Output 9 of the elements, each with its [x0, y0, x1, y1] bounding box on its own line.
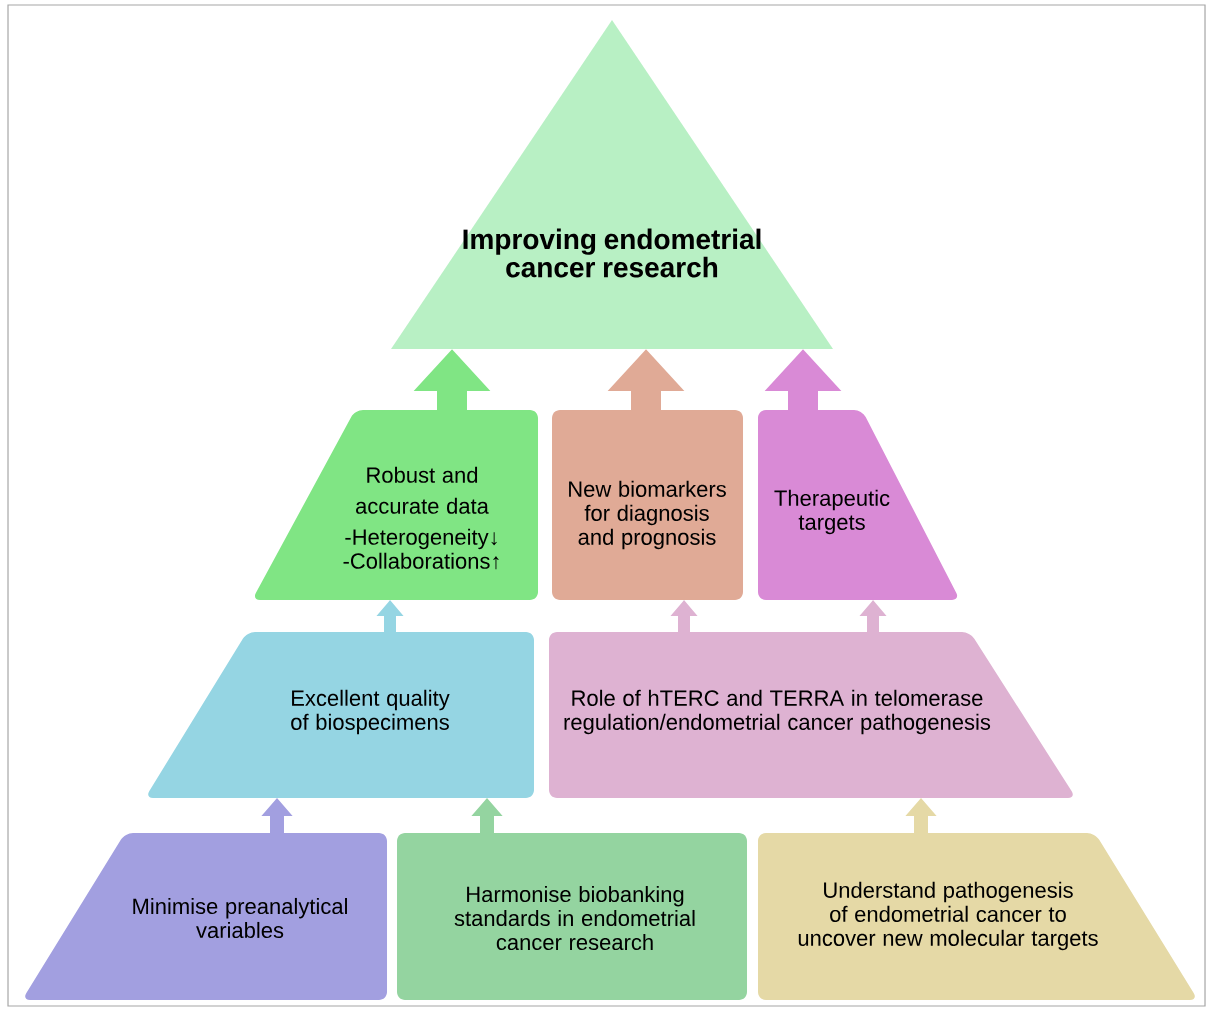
trapezoid-box: Understand pathogenesis of endometrial cancer to uncover new molecular targets: [758, 833, 1195, 1000]
trapezoid-box: Minimise preanalytical variables: [25, 833, 387, 1000]
trapezoid-box: Robust and accurate data -Heterogeneity↓ -Collaborations↑: [254, 410, 538, 600]
process-box: Harmonise biobanking standards in endometrial cancer research: [397, 833, 747, 1000]
triangle: Improving endometrial cancer research: [391, 20, 833, 349]
process-box: New biomarkers for diagnosis and prognosis: [552, 410, 743, 600]
trapezoid-box: Role of hTERC and TERRA in telomerase regulation/endometrial cancer pathogenesis: [549, 632, 1073, 798]
trapezoid-box: Therapeutic targets: [758, 410, 958, 600]
trapezoid-box: Excellent quality of biospecimens: [148, 632, 534, 798]
